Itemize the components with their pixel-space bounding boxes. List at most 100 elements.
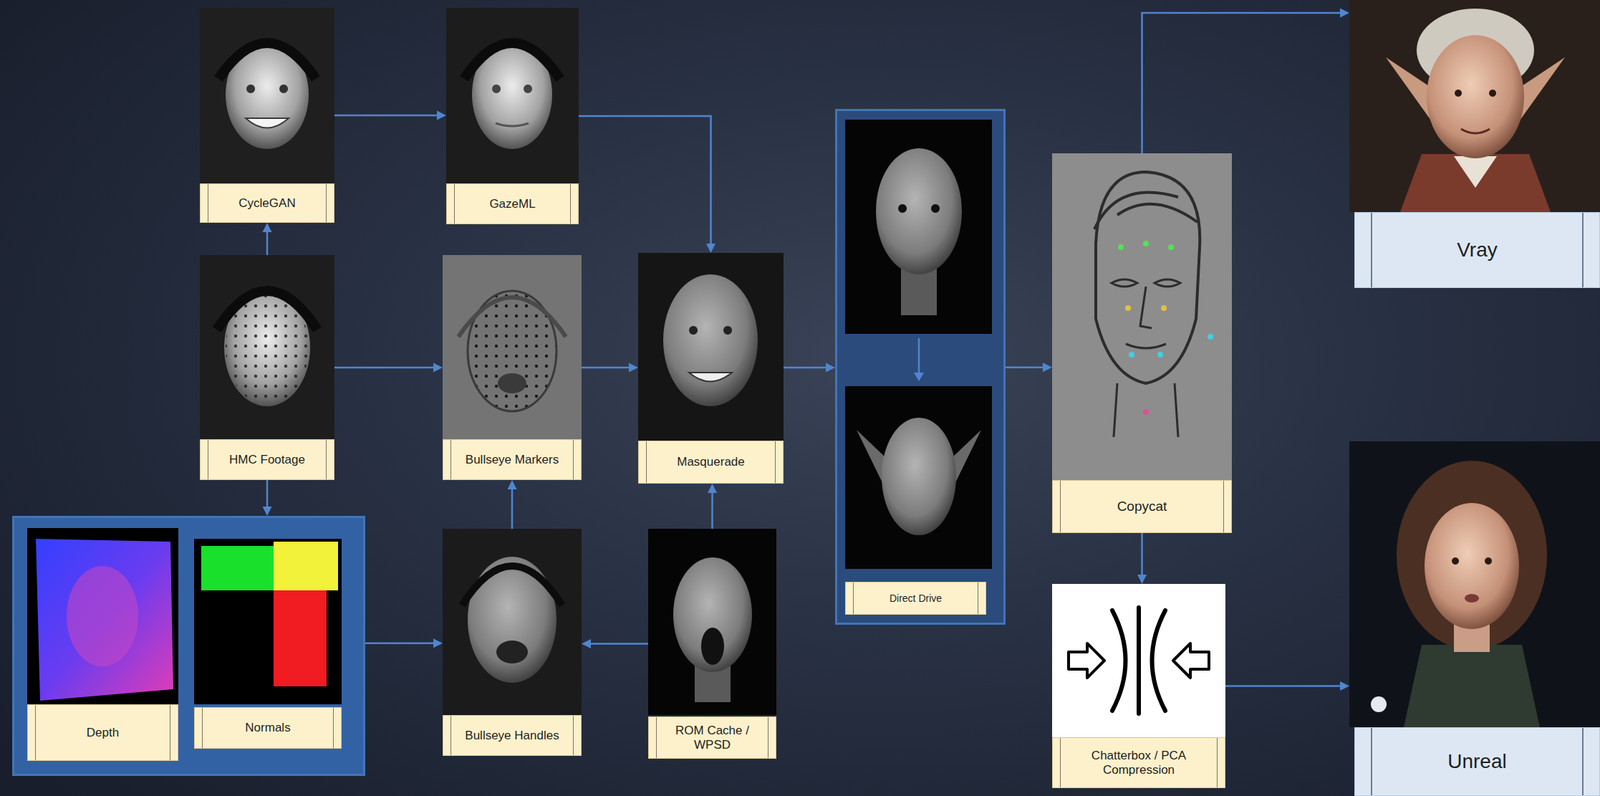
photo-ground: [1349, 441, 1600, 727]
flow-connector: [1005, 362, 1053, 372]
render-photo: [1349, 441, 1600, 727]
arrowhead: [1042, 362, 1053, 372]
dot: [1157, 351, 1164, 358]
flow-arrowhead: [913, 372, 924, 382]
label-text: Bullseye Handles: [464, 728, 559, 743]
node-label: Vray: [1354, 211, 1600, 288]
node-label: HMC Footage: [199, 439, 335, 480]
label-text: Direct Drive: [889, 592, 942, 604]
normal-green: [201, 545, 274, 591]
photo-ground: [1052, 153, 1232, 480]
photo-ground: [27, 527, 179, 705]
flow-connector: [334, 111, 447, 121]
flow-arrow: [918, 338, 921, 373]
normal-red: [273, 590, 327, 687]
sweater: [1403, 644, 1540, 727]
hmc-photo: [199, 254, 335, 440]
cg-head: [881, 417, 957, 536]
arrowhead: [581, 638, 591, 649]
render-photo: [638, 252, 784, 441]
eyes: [246, 84, 288, 94]
connector-line: [266, 479, 269, 507]
connector-line: [365, 642, 434, 645]
connector-line: [1142, 12, 1341, 154]
arrowhead: [262, 222, 273, 233]
label-text: GazeML: [489, 196, 536, 212]
dot: [1117, 244, 1124, 250]
mouth: [496, 640, 528, 664]
photo-ground: [648, 528, 777, 715]
arrowhead: [436, 111, 447, 121]
dot: [1168, 244, 1174, 250]
eyes: [492, 84, 533, 94]
arrowhead: [262, 506, 273, 516]
compression-icon: [1052, 583, 1226, 737]
eyes: [1454, 89, 1497, 97]
arrowhead: [1340, 681, 1350, 691]
depth-map: [27, 527, 179, 705]
flow-connector: [262, 479, 273, 516]
flow-connector: [578, 116, 716, 253]
flow-connector: [1225, 681, 1350, 691]
arrowhead: [825, 363, 836, 373]
label-text: Chatterbox / PCA Compression: [1064, 748, 1213, 777]
flow-connector: [581, 638, 649, 649]
node-label: CycleGAN: [199, 183, 335, 223]
flow-connector: [262, 222, 273, 255]
photo-ground: [1349, 0, 1600, 212]
label-text: Bullseye Markers: [465, 452, 559, 467]
eyes: [898, 204, 940, 213]
label-text: Normals: [244, 720, 291, 735]
mouth: [1464, 593, 1479, 603]
marker-photo: [442, 254, 582, 440]
photo-ground: [638, 252, 784, 441]
depth-face: [66, 565, 139, 667]
dot: [1128, 351, 1135, 358]
connector-line: [334, 114, 437, 117]
flow-connector: [1142, 8, 1351, 154]
mouth: [701, 627, 725, 665]
label-text: Unreal: [1447, 749, 1507, 773]
flow-connector: [1137, 532, 1147, 584]
connector-line: [1225, 684, 1341, 687]
node-label: Bullseye Markers: [442, 439, 582, 480]
arrowhead: [707, 483, 717, 493]
compression-bars: [1112, 607, 1166, 714]
arrowhead: [433, 638, 443, 648]
hair: [1396, 460, 1548, 650]
arrowhead: [628, 363, 639, 373]
mouth: [497, 373, 527, 394]
connector-line: [266, 232, 269, 255]
node-label: Masquerade: [638, 440, 784, 484]
teeth: [688, 372, 732, 382]
flow-connector: [581, 363, 639, 373]
smile: [245, 118, 289, 129]
mouth: [1461, 128, 1490, 134]
flow-connector: [783, 363, 836, 373]
render-photo: [1349, 0, 1600, 212]
sketch-face: [1052, 153, 1232, 480]
photo-ground: [199, 254, 335, 440]
label-text: Vray: [1456, 238, 1498, 262]
vest: [1400, 153, 1551, 212]
output-panel: Unreal: [1349, 441, 1600, 796]
photo-ground: [446, 7, 579, 184]
connector-line: [578, 116, 712, 244]
photo-ground: [845, 386, 992, 569]
connector-line: [590, 642, 649, 645]
label-text: Depth: [86, 725, 119, 740]
icon-ground: [1052, 583, 1226, 737]
arrowhead: [1340, 8, 1350, 18]
image-panel: Copycat: [1052, 153, 1232, 533]
arrowhead: [433, 363, 443, 373]
headset: [458, 297, 566, 337]
light-glow: [1370, 696, 1387, 712]
hmc-photo: [446, 7, 579, 184]
connector-line: [334, 366, 434, 369]
node-label: Direct Drive: [845, 581, 987, 615]
connector-line: [511, 489, 514, 529]
flow-connector: [334, 363, 443, 373]
